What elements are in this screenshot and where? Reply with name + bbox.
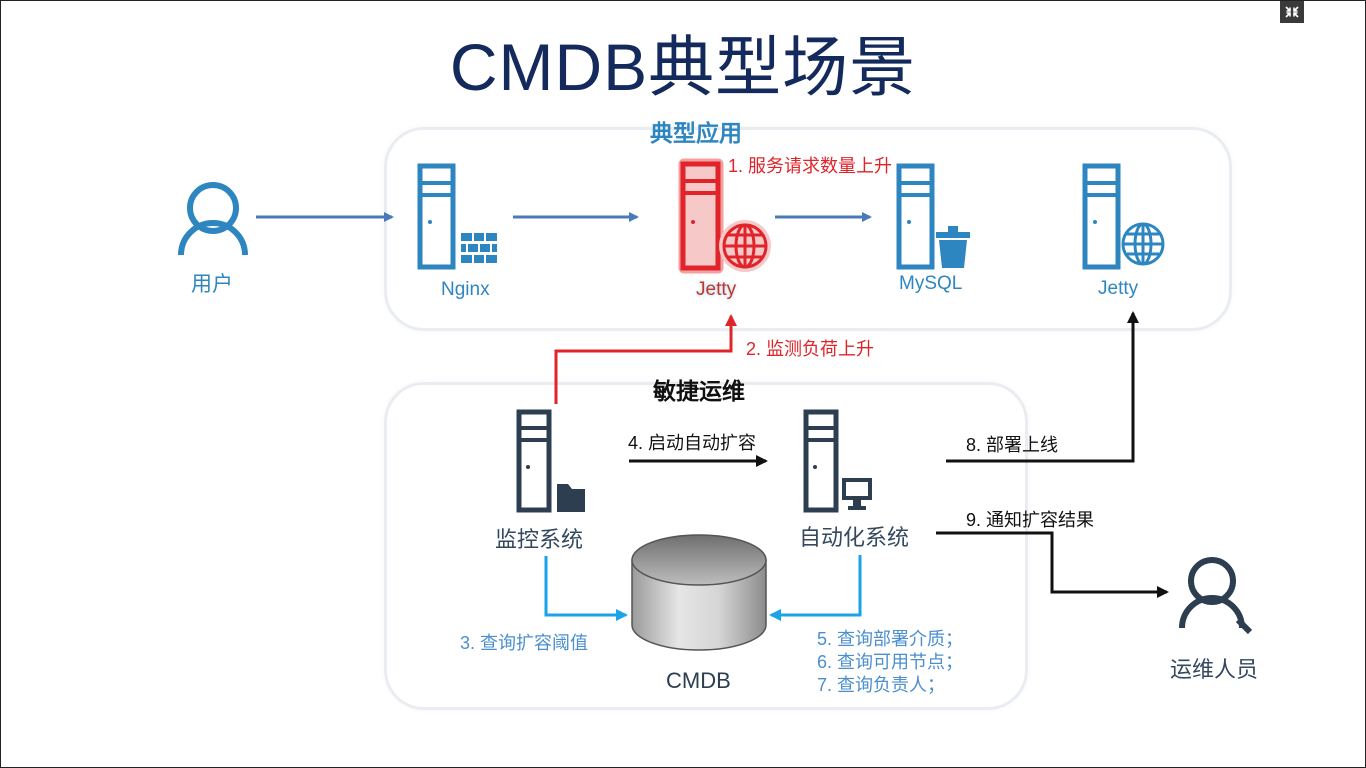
server-firewall-icon <box>417 163 497 270</box>
server-globe-icon <box>678 158 771 274</box>
server-folder-icon <box>516 409 585 513</box>
arrow-automation-cmdb <box>769 555 862 621</box>
automation-system-label: 自动化系统 <box>799 525 910 550</box>
exit-fullscreen-button[interactable] <box>1280 1 1304 23</box>
jetty-new-label: Jetty <box>1098 278 1139 299</box>
arrow-monitor-jetty <box>554 314 737 404</box>
typical-app-group <box>384 127 1232 331</box>
monitor-system-label: 监控系统 <box>495 527 584 552</box>
slide-title: CMDB典型场景 <box>449 30 917 104</box>
step-2-label: 2. 监测负荷上升 <box>746 339 875 359</box>
step-3-label: 3. 查询扩容阈值 <box>460 633 589 653</box>
agile-ops-label: 敏捷运维 <box>653 378 745 404</box>
arrow-monitor-cmdb <box>544 556 628 621</box>
jetty-main-label: Jetty <box>696 279 737 300</box>
nginx-label: Nginx <box>441 279 490 300</box>
step-4-label: 4. 启动自动扩容 <box>628 433 757 453</box>
user-icon <box>178 182 248 256</box>
step-5-label: 5. 查询部署介质； <box>817 629 964 649</box>
ops-staff-label: 运维人员 <box>1170 657 1259 682</box>
step-7-label: 7. 查询负责人； <box>817 675 946 695</box>
user-label: 用户 <box>191 273 233 296</box>
server-monitor-icon <box>803 409 872 513</box>
arrow-notify-ops <box>936 531 1169 598</box>
server-database-trash-icon <box>896 163 970 270</box>
database-cylinder-icon <box>631 534 767 651</box>
exit-fullscreen-icon <box>1285 6 1299 18</box>
operator-icon <box>1179 557 1253 635</box>
step-9-label: 9. 通知扩容结果 <box>966 510 1095 530</box>
step-8-label: 8. 部署上线 <box>966 435 1059 455</box>
arrow-deploy-online <box>946 311 1139 463</box>
mysql-label: MySQL <box>899 273 963 294</box>
typical-app-label: 典型应用 <box>650 120 742 146</box>
step-1-label: 1. 服务请求数量上升 <box>728 156 893 176</box>
step-6-label: 6. 查询可用节点； <box>817 652 964 672</box>
server-globe-new-icon <box>1082 163 1165 270</box>
agile-ops-group <box>384 382 1028 710</box>
cmdb-label: CMDB <box>666 668 731 693</box>
